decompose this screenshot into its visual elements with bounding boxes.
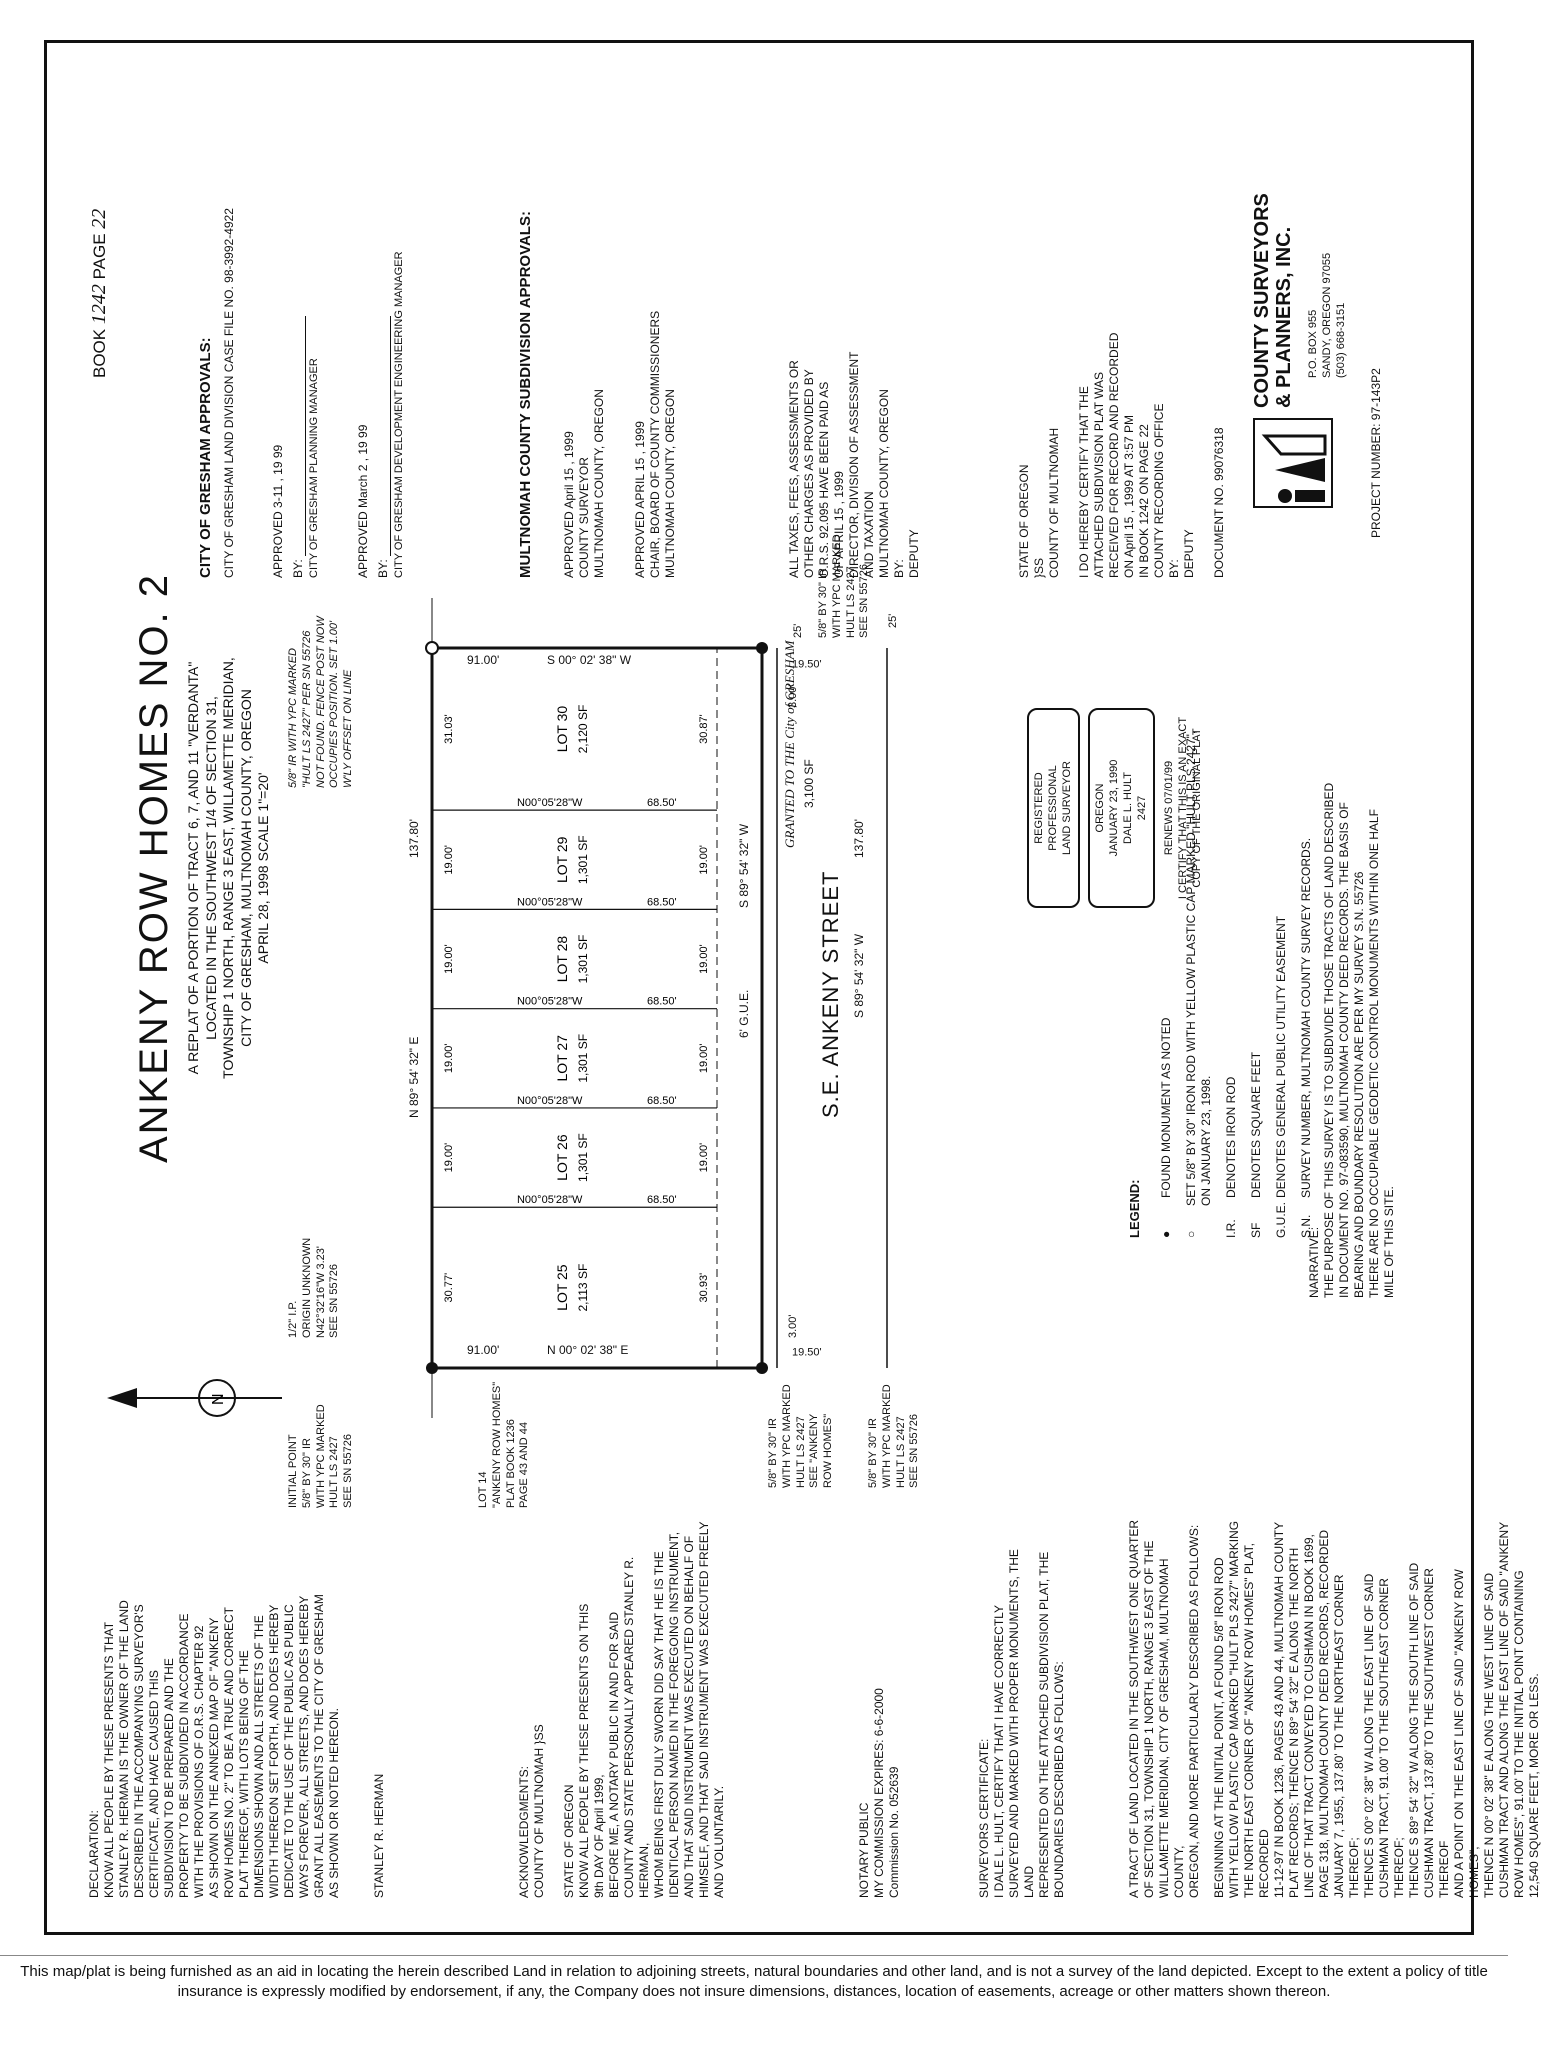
offset-west: 3.00' [787,1314,799,1338]
lot-area: 2,113 SF [576,1264,590,1312]
lot-line-bearing: N00°05'28"W [517,996,583,1008]
lot-rear-dimension: 19.00' [698,1043,710,1073]
street-half-width-1: 25' [792,623,804,638]
lot-area: 2,120 SF [576,705,590,754]
east-distance: 91.00' [467,653,500,667]
monument-found [756,642,768,654]
lot-area: 1,301 SF [576,1133,590,1182]
plat-drawing: N 30.77' LOT 25 2,113 SF 30.93' N00°05'28"W 6… [107,598,888,1418]
rotated-plat: BOOK 1242 PAGE 22 ANKENY ROW HOMES NO. 2… [47,43,1541,1938]
lot-area: 1,301 SF [576,935,590,984]
lot-front-dimension: 30.77' [443,1273,455,1303]
svg-text:N: N [210,1393,227,1405]
north-bearing: N 89° 54' 32" E [407,1036,421,1118]
note-se-corner: 5/8" BY 30" IR WITH YPC MARKED HULT LS 2… [817,534,871,638]
lot-rear-dimension: 30.87' [698,714,710,744]
lot-front-dimension: 31.03' [443,714,455,744]
monument-found [426,1362,438,1374]
lot-area: 1,301 SF [576,835,590,884]
company-logo-icon [1253,418,1333,508]
offset-east: 3.00' [787,684,799,708]
lot-name: LOT 28 [554,936,570,983]
street-name: S.E. ANKENY STREET [818,870,843,1118]
west-bearing: N 00° 02' 38" E [547,1343,629,1357]
lot-rear-dimension: 19.00' [698,1143,710,1173]
lot-line-depth: 68.50' [647,996,677,1008]
note-iron-pipe: 1/2" I.P. ORIGIN UNKNOWN N42°32'16"W 3.2… [287,1237,341,1338]
note-lot-14: LOT 14 "ANKENY ROW HOMES" PLAT BOOK 1236… [477,1381,531,1508]
note-sw-corner-2: 5/8" BY 30" IR WITH YPC MARKED HULT LS 2… [867,1384,921,1488]
title-disclaimer: This map/plat is being furnished as an a… [0,1955,1508,2048]
lot-line-bearing: N00°05'28"W [517,1095,583,1107]
lot-name: LOT 26 [554,1134,570,1181]
lot-front-dimension: 19.00' [443,1143,455,1173]
lot-line-bearing: N00°05'28"W [517,797,583,809]
north-distance: 137.80' [407,819,421,858]
setback-west: 19.50' [792,1346,822,1359]
lot-rear-dimension: 19.00' [698,845,710,875]
east-bearing: S 00° 02' 38" W [547,653,632,667]
lot-front-dimension: 19.00' [443,845,455,875]
parcel-boundary [430,598,888,1418]
street-distance: 137.80' [852,819,866,858]
lot-lines [432,809,717,1208]
lot-labels: 30.77' LOT 25 2,113 SF 30.93' N00°05'28"W 68.… [443,705,710,1312]
lot-line-bearing: N00°05'28"W [517,1194,583,1206]
note-initial-point: INITIAL POINT 5/8" BY 30" IR WITH YPC MA… [287,1404,354,1508]
setback-east: 19.50' [792,658,822,671]
lot-name: LOT 29 [554,836,570,883]
gue-bearing: S 89° 54' 32" W [737,823,751,908]
monuments [425,641,768,1374]
lot-front-dimension: 19.00' [443,944,455,974]
lot-rear-dimension: 30.93' [698,1273,710,1303]
note-ne-corner: 5/8" IR WITH YPC MARKED "HULT LS 2427" P… [287,616,354,788]
lot-line-depth: 68.50' [647,896,677,908]
lot-name: LOT 30 [554,706,570,753]
gue-label: 6' G.U.E. [737,989,751,1038]
plat-sheet: BOOK 1242 PAGE 22 ANKENY ROW HOMES NO. 2… [44,40,1541,1938]
company-block: COUNTY SURVEYORS & PLANNERS, INC. P.O. B… [1247,88,1367,518]
lot-front-dimension: 19.00' [443,1043,455,1073]
lot-line-bearing: N00°05'28"W [517,896,583,908]
lot-rear-dimension: 19.00' [698,944,710,974]
street-half-width-2: 25' [887,613,899,628]
monument-set [425,641,439,655]
note-sw-corner-1: 5/8" BY 30" IR WITH YPC MARKED HULT LS 2… [767,1384,834,1488]
lot-area: 1,301 SF [576,1034,590,1083]
lot-line-depth: 68.50' [647,1194,677,1206]
west-distance: 91.00' [467,1343,500,1357]
monument-found [756,1362,768,1374]
lot-name: LOT 25 [554,1264,570,1311]
north-arrow-icon: N [107,1379,282,1417]
lot-name: LOT 27 [554,1035,570,1082]
street-bearing: S 89° 54' 32" W [852,933,866,1018]
lot-line-depth: 68.50' [647,1095,677,1107]
lot-line-depth: 68.50' [647,797,677,809]
granted-area: 3,100 SF [802,759,816,808]
